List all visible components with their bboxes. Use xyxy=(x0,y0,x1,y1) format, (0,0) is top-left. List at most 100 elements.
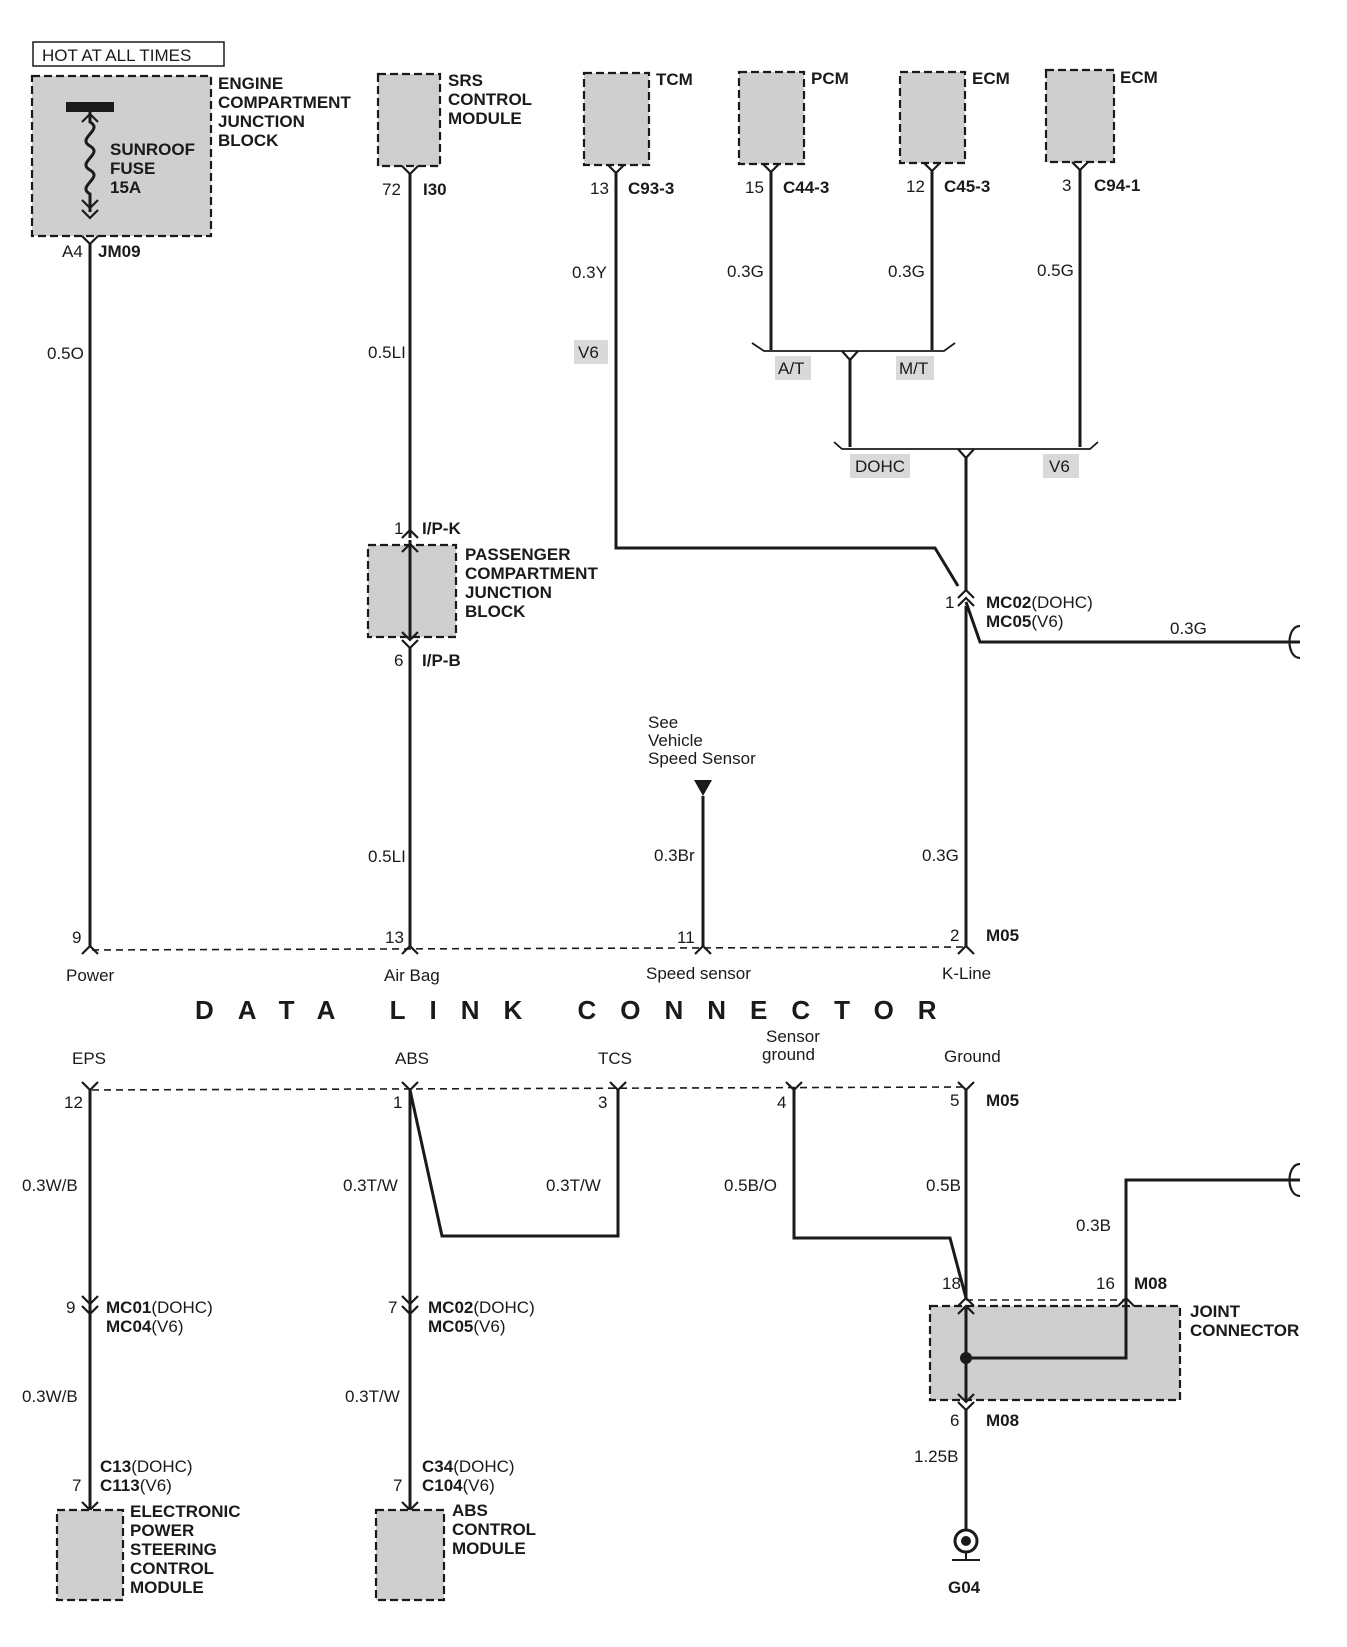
dlc-pin-airbag: 13 xyxy=(385,928,404,947)
dlc-label-airbag: Air Bag xyxy=(384,966,440,985)
abs-label-1: ABS xyxy=(452,1501,488,1520)
wire-label-03g-kline: 0.3G xyxy=(922,846,959,865)
dlc-lower-m05: M05 xyxy=(986,1091,1019,1110)
wire-label-03tw-tcs: 0.3T/W xyxy=(546,1176,601,1195)
wire-tcm xyxy=(614,173,960,587)
jm09-pin-number: A4 xyxy=(62,242,83,261)
c93-pin-symbol xyxy=(607,164,625,175)
ecm-module-1 xyxy=(898,70,967,165)
mc05-top-name: MC05(V6) xyxy=(986,612,1063,631)
dlc-pin-airbag-symbol xyxy=(401,944,419,955)
variant-dohc: DOHC xyxy=(855,457,905,476)
splice-dot-icon xyxy=(960,1352,972,1364)
wire-abs-tcs-loop xyxy=(408,1089,620,1238)
speed-sensor-ref-2: Vehicle xyxy=(648,731,703,750)
wire-kline-branch-right xyxy=(964,601,1300,644)
fuse-label-3: 15A xyxy=(110,178,141,197)
dlc-pin-sensor-ground-symbol xyxy=(785,1081,803,1092)
ecm-label-2: ECM xyxy=(1120,68,1158,87)
dlc-pin-sensor-ground: 4 xyxy=(777,1093,786,1112)
wire-continuation-icon-bottom xyxy=(1288,1162,1301,1198)
passenger-jb-label-4: BLOCK xyxy=(465,602,526,621)
c104-name: C104(V6) xyxy=(422,1476,495,1495)
mc02-bottom-pin-symbol xyxy=(401,1295,419,1316)
dlc-pin-kline-symbol xyxy=(957,944,975,955)
at-mt-splice-bar xyxy=(751,342,956,352)
wire-label-03wb-bot: 0.3W/B xyxy=(22,1387,78,1406)
wire-label-03br: 0.3Br xyxy=(654,846,695,865)
dlc-upper-m05: M05 xyxy=(986,926,1019,945)
wire-label-03g-pcm: 0.3G xyxy=(727,262,764,281)
dlc-label-abs: ABS xyxy=(395,1049,429,1068)
c13-pin-number: 7 xyxy=(72,1476,81,1495)
c44-pin-number: 15 xyxy=(745,178,764,197)
m08-6-connector-name: M08 xyxy=(986,1411,1019,1430)
eps-control-module xyxy=(55,1508,125,1602)
passenger-junction-block xyxy=(366,543,458,639)
fuse-arrow-down-icon xyxy=(81,199,99,220)
eps-label-4: CONTROL xyxy=(130,1559,214,1578)
pcm-label: PCM xyxy=(811,69,849,88)
mc02-top-pin-number: 1 xyxy=(945,593,954,612)
mc02-top-name: MC02(DOHC) xyxy=(986,593,1093,612)
variant-v6-right: V6 xyxy=(1049,457,1070,476)
joint-label-2: CONNECTOR xyxy=(1190,1321,1299,1340)
c94-pin-symbol xyxy=(1071,161,1089,172)
wire-label-03b: 0.3B xyxy=(1076,1216,1111,1235)
eps-label-1: ELECTRONIC xyxy=(130,1502,241,1521)
wire-label-03y: 0.3Y xyxy=(572,263,607,282)
ground-symbol-center-icon xyxy=(961,1536,971,1546)
dlc-pin-abs: 1 xyxy=(393,1093,402,1112)
engine-jb-label-4: BLOCK xyxy=(218,131,279,150)
hot-at-all-times-label: HOT AT ALL TIMES xyxy=(42,46,191,65)
dohc-tag-bg xyxy=(850,454,910,478)
dlc-pin-tcs: 3 xyxy=(598,1093,607,1112)
speed-sensor-arrow-icon xyxy=(694,780,712,796)
srs-label-1: SRS xyxy=(448,71,483,90)
mc05-bottom-name: MC05(V6) xyxy=(428,1317,505,1336)
mt-tag-bg xyxy=(896,356,934,380)
fuse-label-2: FUSE xyxy=(110,159,155,178)
srs-label-2: CONTROL xyxy=(448,90,532,109)
wire-joint-bridge xyxy=(966,1300,1128,1360)
ground-name: G04 xyxy=(948,1578,981,1597)
c113-name: C113(V6) xyxy=(100,1476,172,1495)
ipk-connector-name: I/P-K xyxy=(422,519,461,538)
pcm-module xyxy=(737,70,806,166)
dlc-label-power: Power xyxy=(66,966,115,985)
wire-label-05b: 0.5B xyxy=(926,1176,961,1195)
c34-pin-number: 7 xyxy=(393,1476,402,1495)
ipb-connector-name: I/P-B xyxy=(422,651,461,670)
wire-label-03g-right: 0.3G xyxy=(1170,619,1207,638)
i30-pin-number: 72 xyxy=(382,180,401,199)
wire-label-03g-ecm: 0.3G xyxy=(888,262,925,281)
wire-label-05o: 0.5O xyxy=(47,344,84,363)
dlc-pin-ground-symbol xyxy=(957,1081,975,1092)
c93-pin-number: 13 xyxy=(590,179,609,198)
mc01-pin-number: 9 xyxy=(66,1298,75,1317)
joint-connector xyxy=(928,1304,1182,1402)
srs-label-3: MODULE xyxy=(448,109,522,128)
c93-connector-name: C93-3 xyxy=(628,179,674,198)
hot-at-all-times-box xyxy=(32,41,225,67)
wire-label-05bo: 0.5B/O xyxy=(724,1176,777,1195)
at-tag-bg xyxy=(775,356,811,380)
dohc-v6-splice-bar xyxy=(833,441,1099,450)
tcm-label: TCM xyxy=(656,70,693,89)
dlc-pin-eps-symbol xyxy=(81,1081,99,1092)
dlc-pin-speed: 11 xyxy=(677,928,695,947)
jm09-connector-name: JM09 xyxy=(98,242,141,261)
dlc-label-kline: K-Line xyxy=(942,964,991,983)
dlc-title: DATA LINK CONNECTOR xyxy=(195,995,961,1025)
passenger-jb-label-3: JUNCTION xyxy=(465,583,552,602)
dlc-pin-power: 9 xyxy=(72,928,81,947)
engine-jb-label-2: COMPARTMENT xyxy=(218,93,351,112)
c44-connector-name: C44-3 xyxy=(783,178,829,197)
i30-connector-name: I30 xyxy=(423,180,447,199)
dlc-label-eps: EPS xyxy=(72,1049,106,1068)
passenger-jb-arrow-icon xyxy=(401,542,419,642)
wire-label-03tw-bot: 0.3T/W xyxy=(345,1387,400,1406)
dlc-pin-power-symbol xyxy=(81,944,99,955)
m08-18-pin-symbol xyxy=(957,1296,975,1315)
mc04-name: MC04(V6) xyxy=(106,1317,183,1336)
